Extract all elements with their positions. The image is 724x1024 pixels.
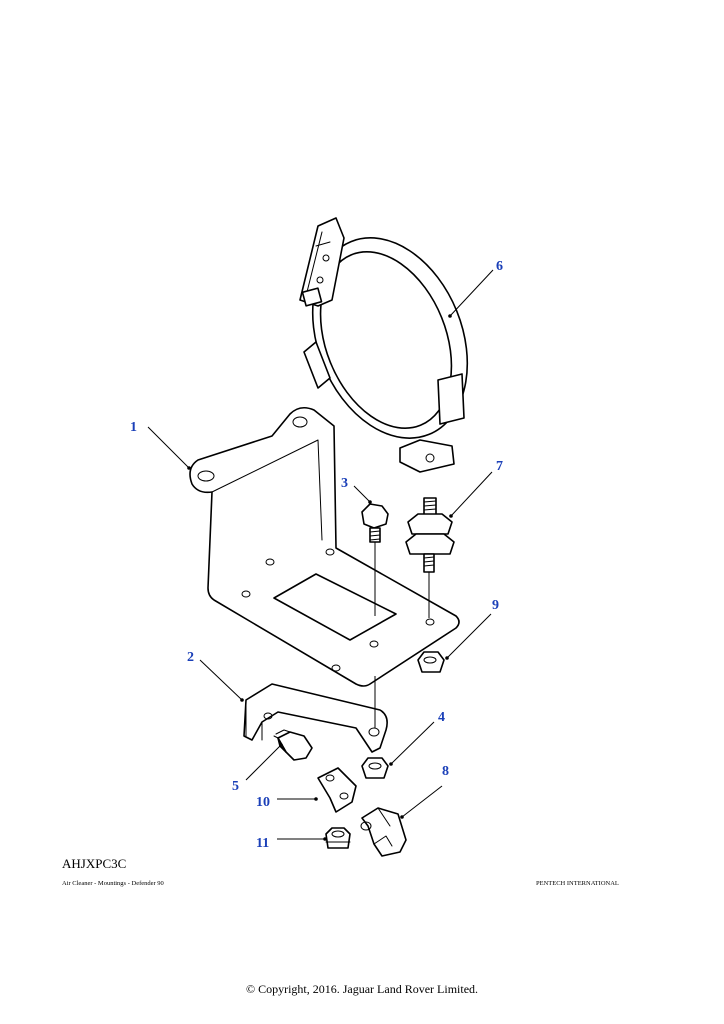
part-11-flange-nut xyxy=(325,827,351,849)
callout-9: 9 xyxy=(492,598,499,613)
part-9-nut xyxy=(417,651,445,673)
assembly-guide-lines xyxy=(374,542,430,728)
callout-6: 6 xyxy=(496,259,503,274)
callout-7: 7 xyxy=(496,459,503,474)
part-4-nut xyxy=(361,757,389,779)
callout-8: 8 xyxy=(442,764,449,779)
callout-2: 2 xyxy=(187,650,194,665)
part-2-support-bracket xyxy=(243,683,388,753)
publisher-label: PENTECH INTERNATIONAL xyxy=(536,880,619,887)
callout-10: 10 xyxy=(256,795,270,810)
callout-4: 4 xyxy=(438,710,445,725)
part-3-bolt xyxy=(361,503,389,543)
part-10-clip-bracket xyxy=(317,767,357,813)
part-7-mounting-stud xyxy=(405,497,455,573)
diagram-description: Air Cleaner - Mountings - Defender 90 xyxy=(62,880,164,887)
diagram-code: AHJXPC3C xyxy=(62,856,127,871)
callout-numbers: 1 2 3 4 5 6 7 8 9 10 11 xyxy=(130,259,503,851)
part-8-hose-clip xyxy=(360,807,407,857)
callout-1: 1 xyxy=(130,420,137,435)
leader-lines xyxy=(147,269,494,841)
part-1-mounting-bracket xyxy=(189,406,460,687)
callout-11: 11 xyxy=(256,836,269,851)
copyright-notice: © Copyright, 2016. Jaguar Land Rover Lim… xyxy=(245,982,479,996)
callout-5: 5 xyxy=(232,779,239,794)
part-6-clamp-band xyxy=(299,217,469,473)
callout-3: 3 xyxy=(341,476,348,491)
